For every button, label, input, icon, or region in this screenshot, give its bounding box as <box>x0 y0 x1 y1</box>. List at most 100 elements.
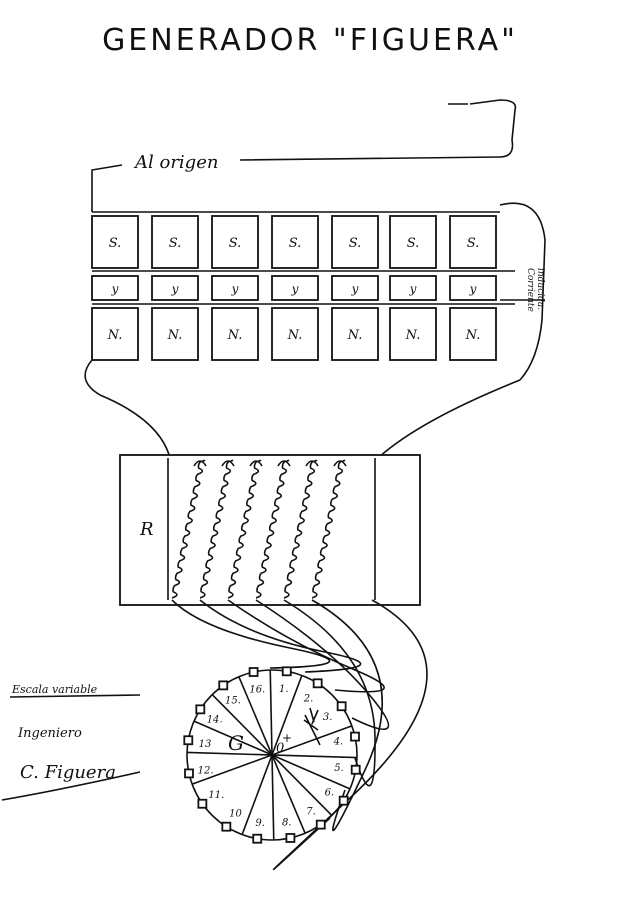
commutator-lead-2 <box>199 599 362 673</box>
commutator-disc <box>186 669 358 841</box>
commutator-number-16: 16. <box>249 685 265 696</box>
commutator-contact-10 <box>221 821 232 832</box>
magnet-y-label-7: y <box>469 282 477 296</box>
commutator-number-9: 9. <box>255 818 265 829</box>
side-label-induced: inducida. <box>535 268 545 310</box>
coil-tap-2 <box>221 460 235 467</box>
magnet-y-1 <box>91 275 139 301</box>
coil-tap-3 <box>249 460 263 467</box>
commutator-contact-16 <box>248 667 259 677</box>
magnet-n-7 <box>449 307 497 361</box>
magnet-y-label-3: y <box>231 282 239 296</box>
scale-underline <box>9 694 141 698</box>
commutator-lead-6 <box>311 599 384 832</box>
magnet-s-label-3: S. <box>229 236 242 251</box>
commutator-leads <box>171 599 428 871</box>
magnet-y-label-1: y <box>111 282 119 296</box>
magnet-s-label-4: S. <box>289 236 302 251</box>
magnet-s-label-2: S. <box>169 236 182 251</box>
resistor-coil-1 <box>171 459 206 599</box>
commutator-number-14: 14. <box>207 714 223 725</box>
engineer-title: Ingeniero <box>17 726 82 741</box>
magnet-s-4 <box>271 215 319 269</box>
magnet-y-label-6: y <box>409 282 417 296</box>
magnet-n-label-6: N. <box>405 328 421 343</box>
commutator-contact-3 <box>336 701 347 712</box>
commutator-contact-7 <box>315 819 326 830</box>
commutator-plus-sign: + <box>282 731 292 745</box>
coil-tap-4 <box>277 460 291 467</box>
commutator-contact-15 <box>218 680 229 691</box>
magnet-y-4 <box>271 275 319 301</box>
signature-flourish <box>1 771 141 801</box>
commutator-chords <box>187 670 357 840</box>
magnet-s-label-6: S. <box>407 236 420 251</box>
commutator-number-15: 15. <box>225 695 241 706</box>
magnet-n-4 <box>271 307 319 361</box>
commutator-contact-1 <box>281 666 292 677</box>
commutator-chord-7 <box>241 675 303 835</box>
commutator-number-1: 1. <box>279 684 289 695</box>
magnet-n-label-2: N. <box>167 328 183 343</box>
origin-label: Al origen <box>133 152 218 173</box>
coil-tap-6 <box>333 460 347 467</box>
magnet-n-1 <box>91 307 139 361</box>
magnet-y-label-2: y <box>171 282 179 296</box>
commutator-contact-5 <box>350 764 361 775</box>
commutator-center-mark: 0 <box>276 741 284 756</box>
commutator-contact-11 <box>197 798 208 809</box>
resistor-coil-4 <box>255 459 290 599</box>
magnet-s-label-7: S. <box>467 236 480 251</box>
drawing-title: GENERADOR "FIGUERA" <box>102 23 518 58</box>
commutator-contact-4 <box>350 731 360 742</box>
resistor-label: R <box>139 519 154 540</box>
magnet-y-3 <box>211 275 259 301</box>
commutator-lead-4 <box>255 599 390 730</box>
supply-wire-right <box>377 379 521 459</box>
magnet-y-5 <box>331 275 379 301</box>
commutator-lead-7 <box>272 599 428 871</box>
scale-note: Escala variable <box>11 683 98 696</box>
origin-wire-left <box>91 164 123 212</box>
magnet-y-7 <box>449 275 497 301</box>
magnet-s-6 <box>389 215 437 269</box>
magnet-y-label-5: y <box>351 282 359 296</box>
commutator-lead-5 <box>283 599 376 787</box>
engineer-signature: C. Figuera <box>20 762 116 783</box>
magnet-s-7 <box>449 215 497 269</box>
magnet-n-label-4: N. <box>287 328 303 343</box>
commutator-number-3: 3. <box>323 712 333 723</box>
resistor-coil-6 <box>311 459 346 599</box>
magnet-s-1 <box>91 215 139 269</box>
commutator-number-8: 8. <box>282 817 292 828</box>
magnet-n-2 <box>151 307 199 361</box>
commutator-contact-8 <box>285 833 296 843</box>
magnet-n-label-5: N. <box>347 328 363 343</box>
resistor-coil-2 <box>199 459 234 599</box>
magnet-s-3 <box>211 215 259 269</box>
commutator-number-7: 7. <box>306 807 316 818</box>
commutator-contact-13 <box>183 735 194 746</box>
supply-wire-left <box>84 359 171 459</box>
commutator-contact-2 <box>312 678 323 689</box>
magnet-s-label-5: S. <box>349 236 362 251</box>
commutator-number-6: 6. <box>325 788 335 799</box>
magnet-s-2 <box>151 215 199 269</box>
resistor-coil-5 <box>283 459 318 599</box>
commutator-contact-9 <box>252 833 263 844</box>
magnet-n-6 <box>389 307 437 361</box>
coil-tap-1 <box>193 460 207 467</box>
commutator-center-letter: G <box>228 731 244 755</box>
magnet-n-label-3: N. <box>227 328 243 343</box>
coil-tap-5 <box>305 460 319 467</box>
commutator-lead-1 <box>171 599 331 669</box>
magnet-n-label-7: N. <box>465 328 481 343</box>
magnet-s-5 <box>331 215 379 269</box>
commutator-number-11: 11. <box>208 790 224 801</box>
resistor-coils <box>171 459 347 599</box>
origin-wire-right <box>239 99 517 161</box>
magnet-n-label-1: N. <box>107 328 123 343</box>
commutator-contact-14 <box>195 704 206 715</box>
